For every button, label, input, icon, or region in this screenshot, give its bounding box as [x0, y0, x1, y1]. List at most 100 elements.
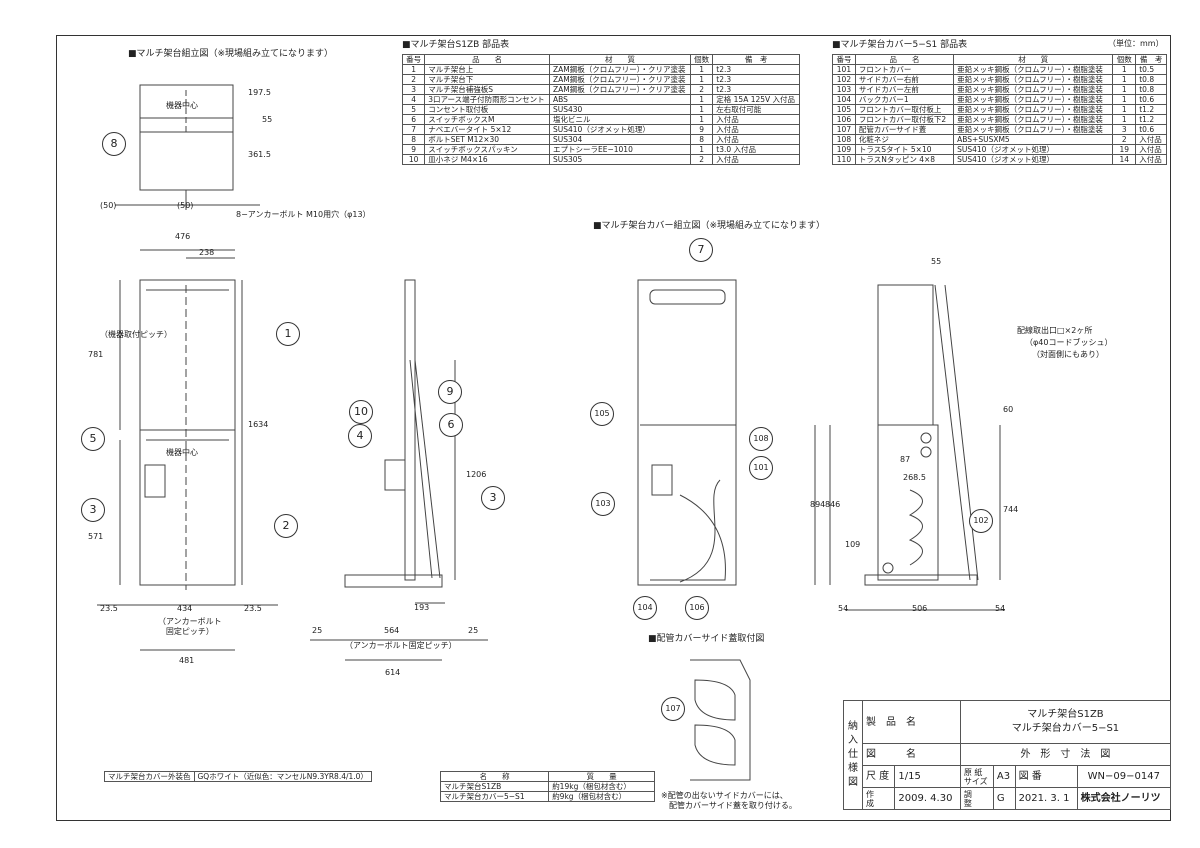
cell-material: 亜鉛メッキ鋼板（クロムフリー）・樹脂塗装 [953, 64, 1114, 75]
cell-note: t0.6 [1135, 94, 1167, 105]
cell-qty: 1 [690, 114, 714, 125]
outlet-note-3: （対面側にもあり） [1032, 350, 1104, 359]
title-block-side: 納 入 仕 様 図 [843, 700, 863, 810]
cell-name: マルチ架台下 [424, 74, 550, 85]
cell-name: 3口アース端子付防雨形コンセント [424, 94, 550, 105]
dim-54-right: 54 [995, 604, 1006, 613]
dim-744: 744 [1003, 505, 1019, 514]
dim-481: 481 [179, 656, 195, 665]
cell-qty: 19 [1112, 144, 1137, 155]
side-char: 納 [848, 721, 858, 732]
col-name: 品 名 [854, 54, 955, 65]
weight-table: 名 称 質 量 マルチ架台S1ZB 約19kg（梱包材含む） マルチ架台カバー5… [439, 771, 655, 802]
cell-name: コンセント取付板 [424, 104, 550, 115]
cell-material: SUS430 [548, 104, 692, 115]
balloon-callout: 9 [438, 380, 462, 404]
balloon-callout: 103 [591, 492, 615, 516]
company-name: 株式会社ノーリツ [1076, 787, 1172, 810]
center-label-1: 機器中心 [166, 101, 198, 110]
cell-no: 107 [832, 124, 856, 135]
title-parts-frame: ■マルチ架台S1ZB 部品表 [402, 40, 510, 50]
created-date: 2009. 4.30 [894, 787, 961, 810]
title-frame-assembly: ■マルチ架台組立図（※現場組み立てになります） [128, 49, 334, 59]
center-label-2: 機器中心 [166, 448, 198, 457]
cell-name: フロントカバー取付板上 [854, 104, 955, 115]
front-view [97, 249, 278, 651]
cell-note: 左右取付可能 [712, 104, 800, 115]
cell-name: スイッチボックスパッキン [424, 144, 550, 155]
cell-no: 101 [832, 64, 856, 75]
cell-material: ZAM鋼板（クロムフリー）・クリア塗装 [548, 84, 692, 95]
cell-name: ナベエバータイト 5×12 [424, 124, 550, 135]
dim-55-cover: 55 [931, 257, 942, 266]
balloon-callout: 4 [348, 424, 372, 448]
cell-no: 5 [401, 104, 426, 115]
cell-qty: 1 [690, 64, 714, 75]
cell-note: 入付品 [712, 114, 800, 125]
cell-name: 化粧ネジ [854, 134, 955, 145]
cell-no: 106 [832, 114, 856, 125]
product-name-1: マルチ架台S1ZB [1027, 709, 1104, 720]
dim-25-left: 25 [312, 626, 323, 635]
col-name: 品 名 [424, 54, 550, 65]
dim-50-right: (50) [177, 201, 194, 210]
cell-material: エプトシーラEE−1010 [548, 144, 692, 155]
cell-material: 亜鉛メッキ鋼板（クロムフリー）・樹脂塗装 [953, 124, 1114, 135]
dim-476: 476 [175, 232, 191, 241]
weight-name: マルチ架台カバー5−S1 [439, 791, 550, 802]
dim-268-5: 268.5 [903, 473, 926, 482]
dim-23-5-right: 23.5 [244, 604, 262, 613]
balloon-callout: 104 [633, 596, 657, 620]
side-char: 様 [848, 763, 858, 774]
drawing-name: 外 形 寸 法 図 [959, 743, 1172, 766]
drawing-frame [56, 35, 1171, 821]
cell-material: SUS410（ジオメット処理） [953, 144, 1114, 155]
cell-no: 104 [832, 94, 856, 105]
balloon-callout: 5 [81, 427, 105, 451]
cell-material: SUS304 [548, 134, 692, 145]
cell-no: 6 [401, 114, 426, 125]
dim-781-note: （機器取付ピッチ） [100, 330, 172, 339]
side-char: 入 [848, 735, 858, 746]
cell-qty: 1 [1112, 84, 1137, 95]
scale-value: 1/15 [894, 765, 961, 788]
cell-no: 105 [832, 104, 856, 115]
cell-material: ZAM鋼板（クロムフリー）・クリア塗装 [548, 74, 692, 85]
cell-qty: 2 [690, 154, 714, 165]
cell-qty: 1 [1112, 104, 1137, 115]
cell-qty: 3 [1112, 124, 1137, 135]
balloon-callout: 3 [481, 486, 505, 510]
cell-no: 10 [401, 154, 426, 165]
weight-col-name: 名 称 [439, 771, 550, 782]
revision-mark: G [992, 787, 1016, 810]
table-header: 番号 品 名 材 質 個数 備 考 [401, 54, 800, 65]
color-note-label: マルチ架台カバー外装色 [104, 771, 195, 782]
cell-no: 9 [401, 144, 426, 155]
cell-material: ZAM鋼板（クロムフリー）・クリア塗装 [548, 64, 692, 75]
dim-54-left: 54 [838, 604, 849, 613]
outlet-note-1: 配線取出口□×2ヶ所 [1017, 326, 1093, 335]
dim-60: 60 [1003, 405, 1014, 414]
outlet-note-2: （φ40コードブッシュ） [1025, 338, 1113, 347]
cell-note: t3.0 入付品 [712, 144, 800, 155]
cell-no: 8 [401, 134, 426, 145]
cell-note: t0.5 [1135, 64, 1167, 75]
cell-no: 110 [832, 154, 856, 165]
created-label: 作 成 [861, 787, 896, 810]
table-header: 番号 品 名 材 質 個数 備 考 [832, 54, 1167, 65]
revision-label: 調 整 [959, 787, 994, 810]
dim-571: 571 [88, 532, 104, 541]
dim-193: 193 [414, 603, 430, 612]
cell-no: 109 [832, 144, 856, 155]
dim-1206: 1206 [466, 470, 487, 479]
cell-qty: 2 [1112, 134, 1137, 145]
cell-name: スイッチボックスM [424, 114, 550, 125]
col-note: 備 考 [1135, 54, 1167, 65]
cell-name: 皿小ネジ M4×16 [424, 154, 550, 165]
